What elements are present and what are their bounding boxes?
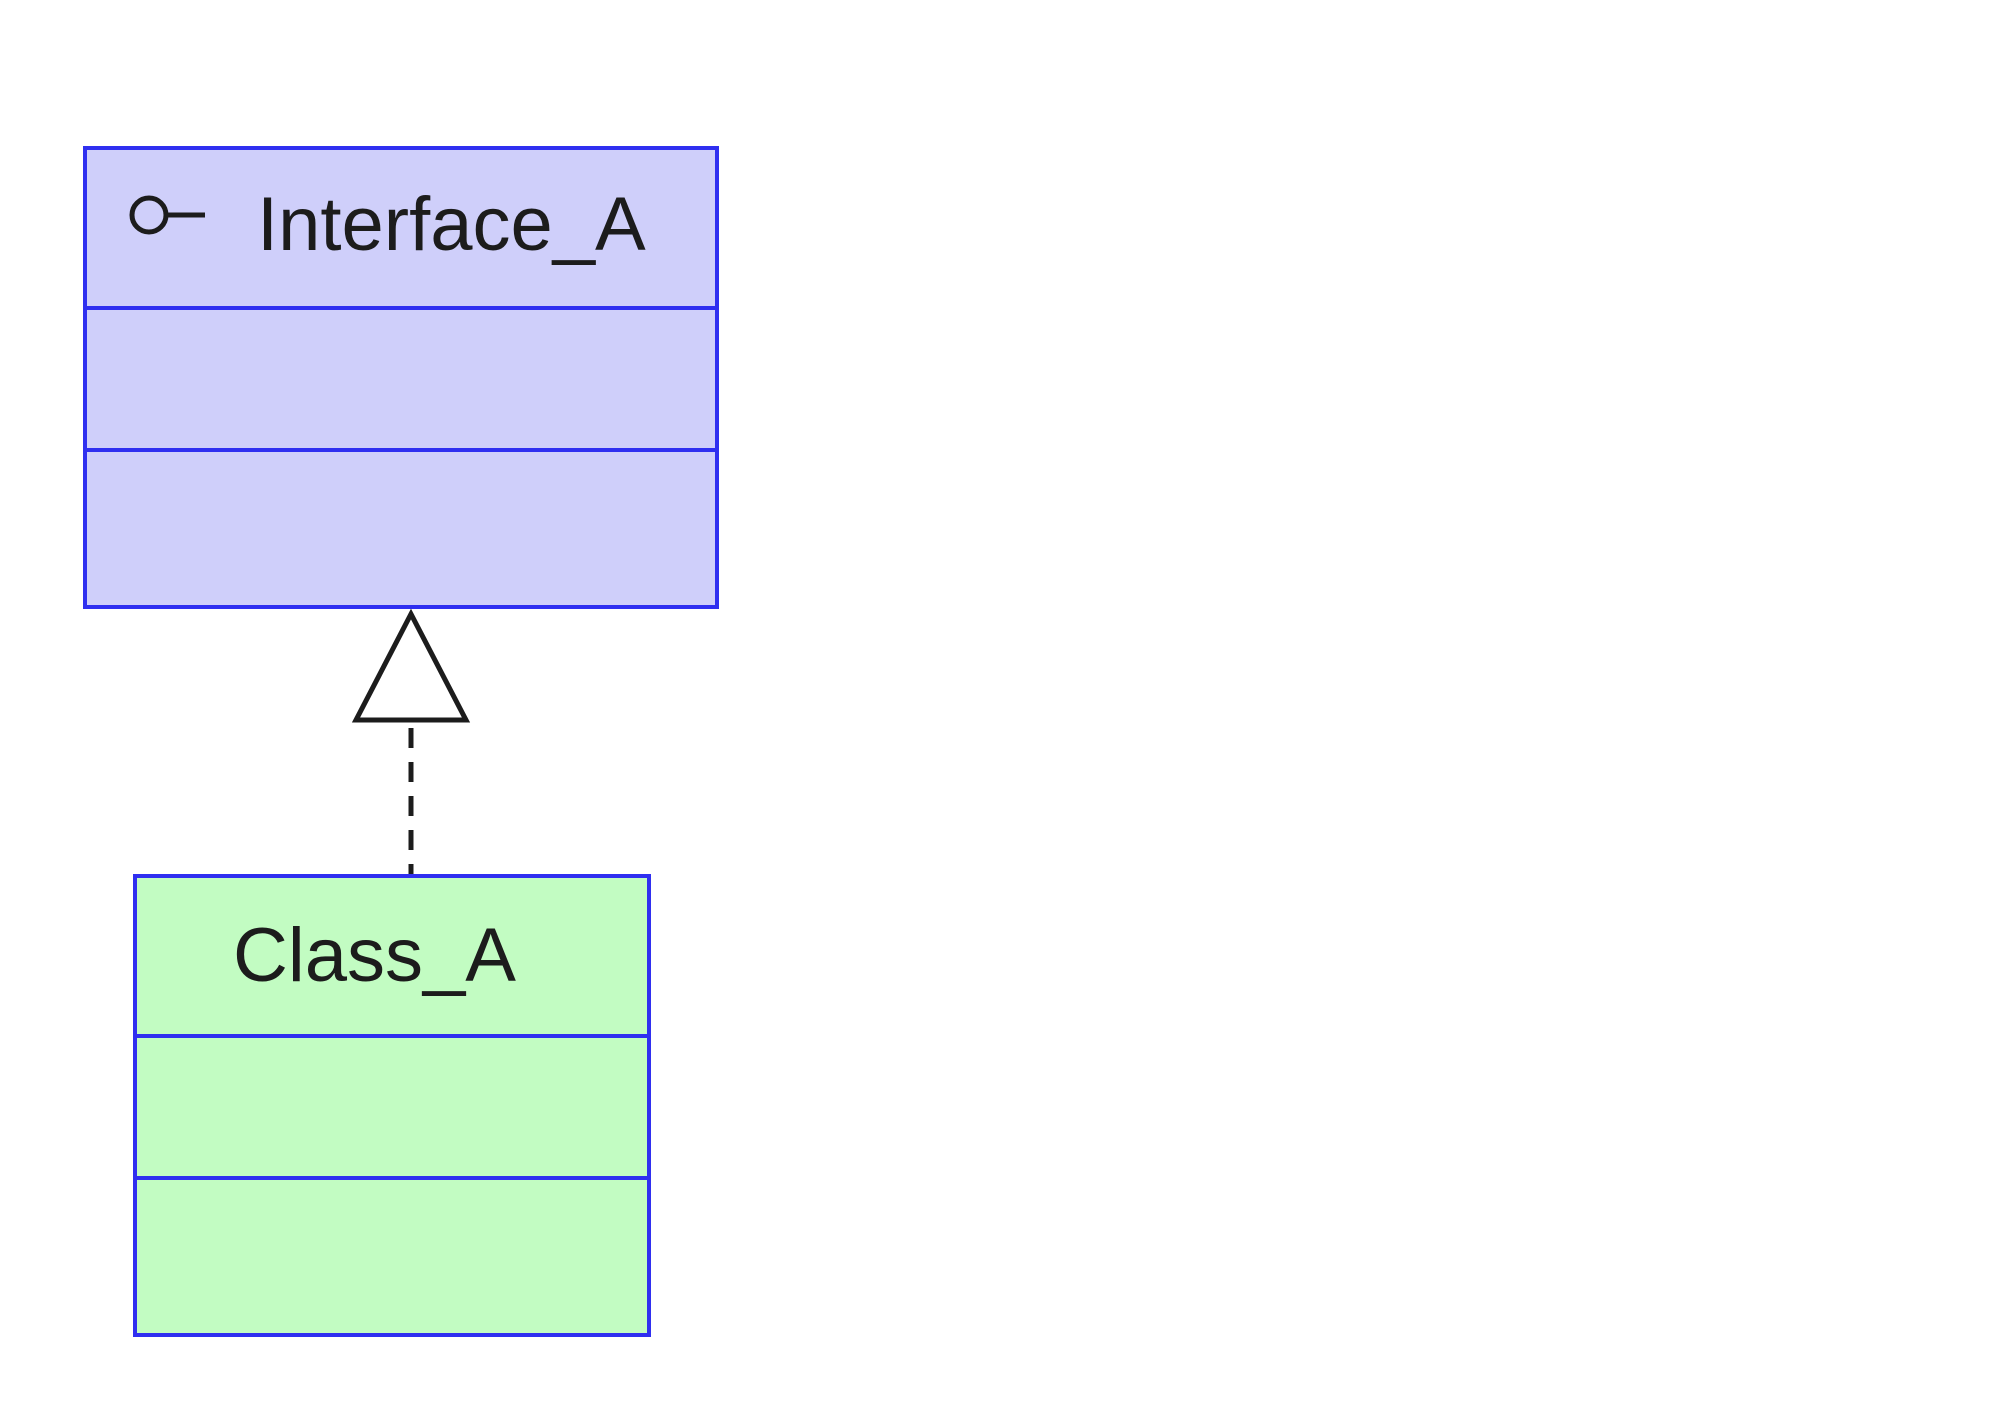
interface-name: Interface_A bbox=[257, 182, 646, 267]
interface-box[interactable]: Interface_A bbox=[83, 146, 719, 609]
class-name: Class_A bbox=[233, 913, 516, 998]
class-attributes-compartment bbox=[137, 1038, 647, 1180]
interface-operations-compartment bbox=[87, 452, 715, 605]
interface-lollipop-icon bbox=[129, 195, 205, 235]
interface-attributes-compartment bbox=[87, 310, 715, 452]
interface-name-compartment: Interface_A bbox=[87, 150, 715, 310]
class-name-compartment: Class_A bbox=[137, 878, 647, 1038]
hollow-triangle-arrowhead bbox=[351, 608, 471, 723]
class-box[interactable]: Class_A bbox=[133, 874, 651, 1337]
class-operations-compartment bbox=[137, 1180, 647, 1333]
